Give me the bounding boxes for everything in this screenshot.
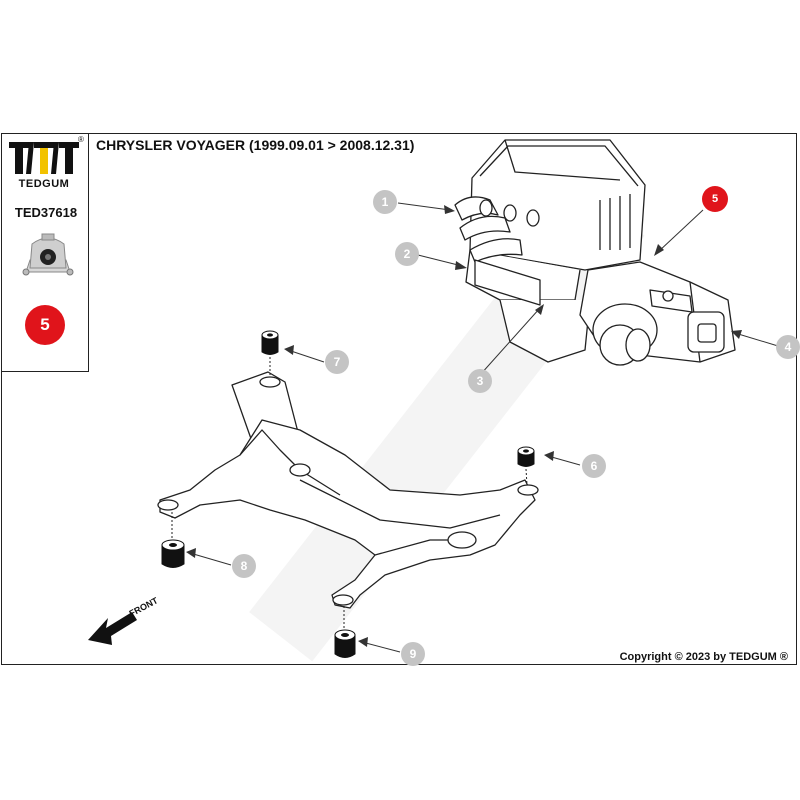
- part-code: TED37618: [14, 205, 78, 220]
- sidebar-panel: [1, 133, 89, 372]
- bushing-7: [261, 330, 279, 355]
- callout-1[interactable]: 1: [373, 190, 397, 214]
- callout-9[interactable]: 9: [401, 642, 425, 666]
- leader-lines: [189, 202, 779, 653]
- leader-arrowheads: [186, 205, 742, 647]
- callout-6[interactable]: 6: [582, 454, 606, 478]
- brand-name: TEDGUM: [18, 178, 70, 190]
- copyright-text: Copyright © 2023 by TEDGUM ®: [619, 651, 788, 663]
- bushing-8: [161, 539, 185, 568]
- diagram-frame: [1, 133, 797, 665]
- bushing-6: [517, 446, 535, 467]
- front-arrow-icon: [88, 612, 137, 645]
- callout-4[interactable]: 4: [776, 335, 800, 359]
- vehicle-title: CHRYSLER VOYAGER (1999.09.01 > 2008.12.3…: [96, 137, 415, 153]
- engine-assembly: [454, 139, 736, 366]
- subframe: [157, 371, 539, 609]
- callout-2[interactable]: 2: [395, 242, 419, 266]
- position-badge: 5: [25, 305, 65, 345]
- tedgum-logo-icon: [9, 142, 79, 174]
- callout-5[interactable]: 5: [702, 186, 728, 212]
- bushing-9: [334, 629, 356, 658]
- registered-mark: ®: [78, 135, 84, 144]
- assembly-lines: [171, 357, 528, 630]
- callout-7[interactable]: 7: [325, 350, 349, 374]
- engine-mount-thumbnail: [22, 233, 74, 276]
- callout-3[interactable]: 3: [468, 369, 492, 393]
- callout-8[interactable]: 8: [232, 554, 256, 578]
